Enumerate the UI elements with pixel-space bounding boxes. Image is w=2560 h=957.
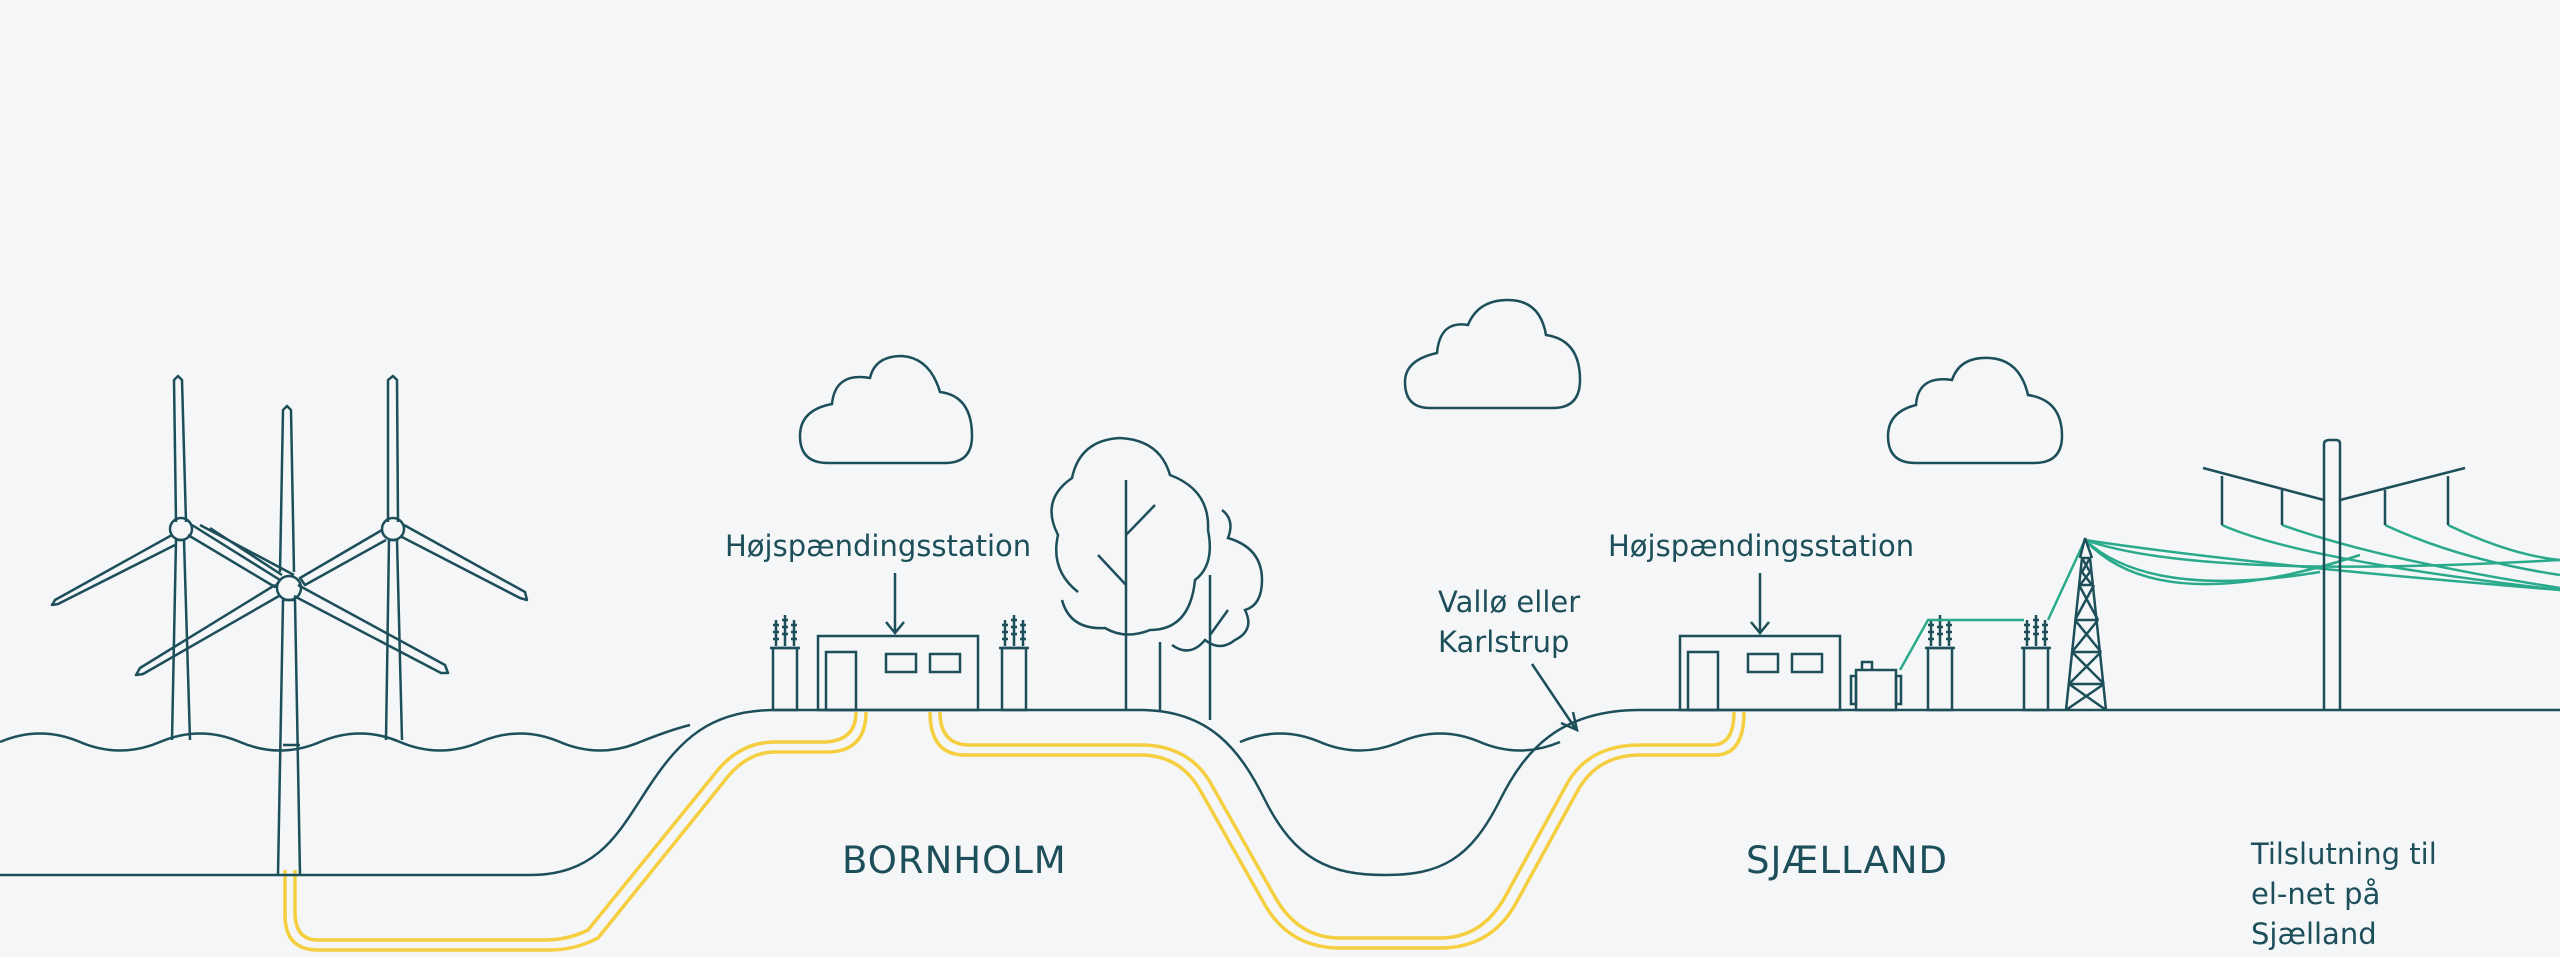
cloud-icon [1886, 356, 2064, 465]
tree-icon [1050, 436, 1212, 710]
subsea-cable [283, 711, 1746, 952]
region-label-sjaelland: SJÆLLAND [1746, 839, 1948, 882]
insulator-icon [1925, 615, 1955, 712]
tree-icon [1171, 509, 1264, 720]
substation-label-sjaelland: Højspændingsstation [1608, 529, 1914, 563]
cloud-icon [1403, 298, 1582, 410]
insulator-icon [770, 615, 800, 712]
substation-building-icon [816, 573, 980, 712]
wind-turbine-icon [50, 374, 529, 876]
grid-label-line1: Tilslutning til [2250, 837, 2437, 871]
insulator-icon [2021, 615, 2051, 712]
landing-label-line1: Vallø eller [1438, 585, 1580, 619]
landing-arrow [1530, 663, 1579, 733]
grid-label-line2: el-net på [2251, 877, 2380, 911]
landing-label-line2: Karlstrup [1438, 625, 1569, 659]
insulator-icon [999, 615, 1029, 712]
grid-label-line3: Sjælland [2251, 917, 2377, 951]
transformer-icon [1849, 660, 1903, 712]
substation-building-icon [1678, 573, 1842, 712]
lattice-pylon-icon [2064, 537, 2108, 712]
power-lines [1898, 523, 2560, 671]
cloud-icon [798, 354, 974, 465]
substation-label-bornholm: Højspændingsstation [725, 529, 1031, 563]
terrain-line [0, 708, 2560, 877]
sea-waves [0, 723, 1561, 752]
region-label-bornholm: BORNHOLM [842, 839, 1067, 882]
power-mast-icon [2202, 438, 2466, 710]
